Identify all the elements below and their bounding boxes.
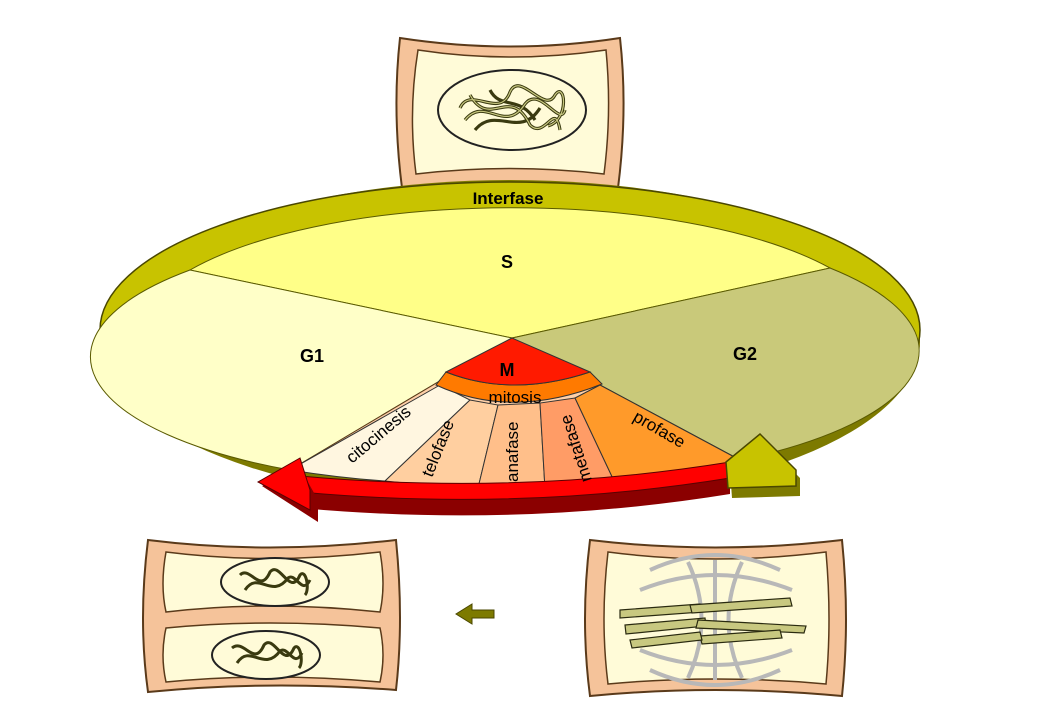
- left-arrow-icon: [455, 603, 495, 625]
- m-sector: [444, 337, 592, 386]
- interfase-arrow-head: [725, 432, 800, 498]
- mitosis-arrow: [256, 457, 731, 522]
- anafase-label: anafase: [503, 422, 522, 483]
- s-label: S: [501, 252, 513, 272]
- g1-label: G1: [300, 346, 324, 366]
- m-label: M: [500, 360, 515, 380]
- metaphase-cell-icon: [584, 538, 847, 698]
- interphase-cell-icon: [395, 36, 625, 190]
- s-sector: [188, 207, 832, 339]
- interfase-label: Interfase: [473, 189, 544, 208]
- daughter-cells-icon: [142, 538, 401, 694]
- cycle-disc: [89, 207, 920, 490]
- g2-label: G2: [733, 344, 757, 364]
- g1-sector: [89, 269, 514, 471]
- g2-sector: [510, 267, 920, 461]
- mitosis-label: mitosis: [489, 388, 542, 407]
